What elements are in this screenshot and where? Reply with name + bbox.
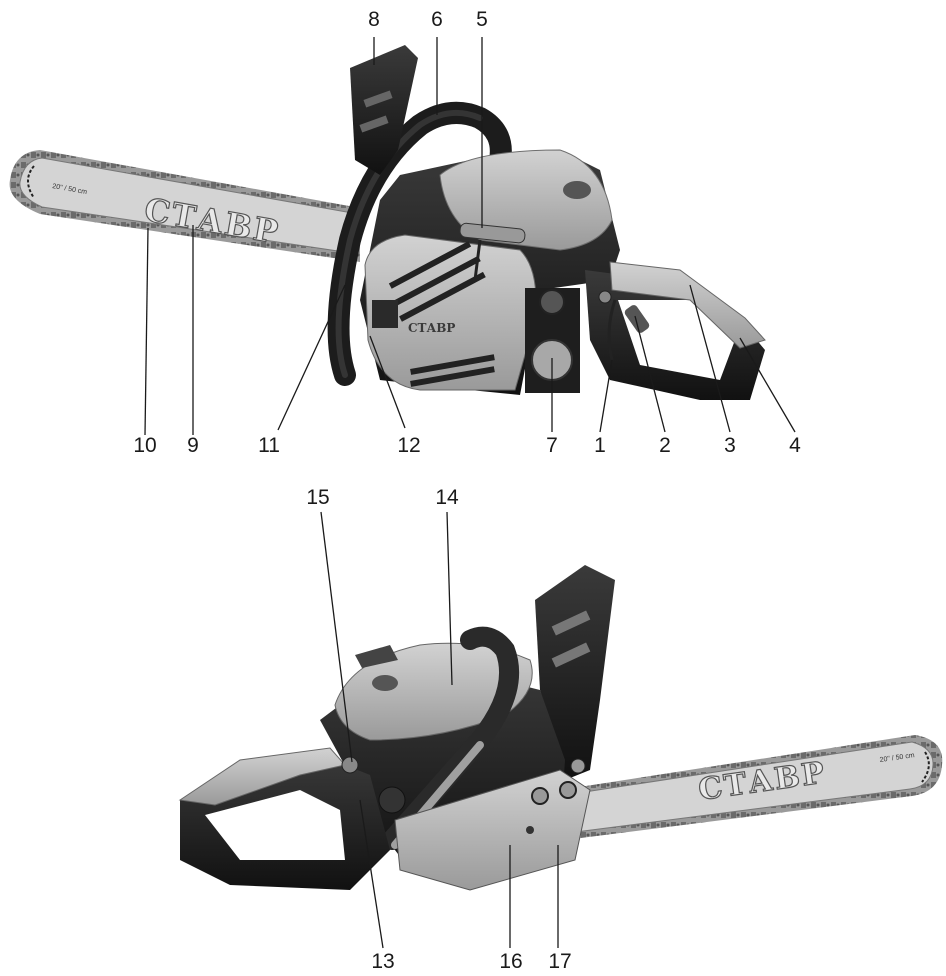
bottom-view-callouts: 15 14 13 16 17 (306, 486, 571, 973)
callout-12: 12 (397, 434, 420, 457)
callout-1: 1 (594, 434, 606, 457)
callout-11: 11 (258, 434, 280, 457)
callout-10: 10 (133, 434, 156, 457)
bottom-view-chainsaw: 20" / 50 cm СТАВР (178, 565, 943, 891)
callout-9: 9 (187, 434, 199, 457)
rear-handle-right (178, 747, 406, 890)
rear-handle (585, 261, 766, 400)
guide-bar: 20" / 50 cm СТАВР (9, 150, 360, 262)
top-view-callouts: 8 6 5 10 9 11 12 7 1 2 3 4 (133, 8, 801, 457)
callout-4: 4 (789, 434, 801, 457)
bar-size-marking-right: 20" / 50 cm (879, 752, 915, 764)
chain-brake-guard-right (535, 565, 615, 780)
top-view-chainsaw: 20" / 50 cm СТАВР (9, 45, 766, 400)
callout-16: 16 (499, 950, 522, 973)
callout-3: 3 (724, 434, 736, 457)
callout-5: 5 (476, 8, 488, 31)
callout-14: 14 (435, 486, 459, 509)
callout-15: 15 (306, 486, 329, 509)
callout-13: 13 (371, 950, 394, 973)
callout-17: 17 (548, 950, 571, 973)
chain-brake-guard (350, 45, 418, 175)
starter-handle (459, 222, 526, 244)
callout-6: 6 (431, 8, 443, 31)
callout-2: 2 (659, 434, 671, 457)
guide-bar-right: 20" / 50 cm СТАВР (560, 735, 943, 840)
top-cover (334, 642, 533, 741)
engine-housing: СТАВР (360, 149, 620, 395)
housing-brand-logo: СТАВР (408, 321, 455, 335)
front-handle-right (382, 626, 520, 850)
callout-7: 7 (546, 434, 558, 457)
callout-8: 8 (368, 8, 380, 31)
